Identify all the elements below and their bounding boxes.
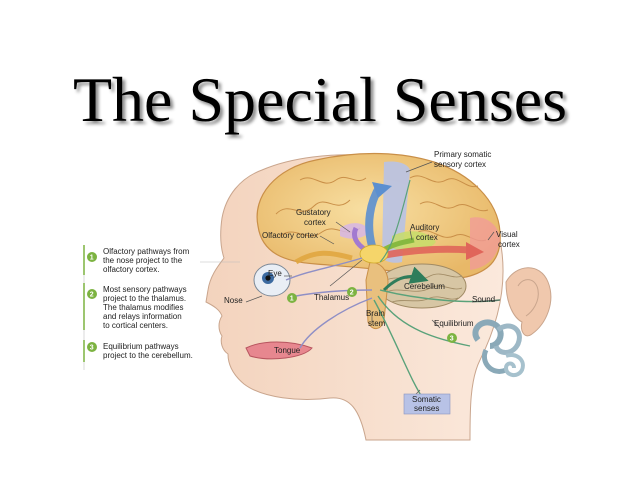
svg-text:1: 1: [90, 255, 94, 262]
label-visual-2: cortex: [498, 240, 520, 249]
label-gustatory-1: Gustatory: [296, 208, 331, 217]
label-visual-1: Visual: [496, 230, 518, 239]
label-tongue: Tongue: [274, 346, 301, 355]
step-1-line-3: olfactory cortex.: [103, 265, 159, 274]
label-brain-stem-2: stem: [368, 319, 386, 328]
somatic-senses-box: [403, 393, 451, 415]
label-somatic-1: Somatic: [412, 395, 441, 404]
svg-text:3: 3: [450, 336, 454, 343]
label-leaders: [245, 161, 501, 399]
thalamus: [359, 244, 389, 264]
label-somatic-2: senses: [414, 404, 439, 413]
diagram-labels: Primary somatic sensory cortex Gustatory…: [224, 150, 520, 415]
label-primary-somatic-2: sensory cortex: [434, 160, 486, 169]
svg-text:3: 3: [90, 345, 94, 352]
step-2-line-1: Most sensory pathways: [103, 285, 187, 294]
step-2-line-5: to cortical centers.: [103, 321, 168, 330]
steps-legend: 1 Olfactory pathways from the nose proje…: [83, 245, 240, 370]
label-nose: Nose: [224, 296, 243, 305]
label-gustatory-2: cortex: [304, 218, 326, 227]
svg-text:1: 1: [290, 296, 294, 303]
step-3-line-1: Equilibrium pathways: [103, 342, 179, 351]
label-olfactory-cortex: Olfactory cortex: [262, 231, 318, 240]
page-title: The Special Senses: [72, 64, 568, 135]
label-cerebellum: Cerebellum: [404, 282, 445, 291]
step-3-line-2: project to the cerebellum.: [103, 351, 193, 360]
label-brain-stem-1: Brain: [366, 309, 385, 318]
svg-text:2: 2: [350, 290, 354, 297]
pathways: [285, 179, 501, 401]
inner-ear-icon: [472, 319, 525, 377]
step-1-line-2: the nose project to the: [103, 256, 183, 265]
label-primary-somatic-1: Primary somatic: [434, 150, 491, 159]
label-auditory-1: Auditory: [410, 223, 439, 232]
step-1: 1 Olfactory pathways from the nose proje…: [83, 245, 240, 275]
eye: [253, 263, 291, 297]
step-3: 3 Equilibrium pathways project to the ce…: [83, 340, 193, 362]
tongue: [245, 341, 313, 360]
ear: [505, 267, 552, 337]
step-2: 2 Most sensory pathways project to the t…: [83, 283, 187, 330]
label-auditory-2: cortex: [416, 233, 438, 242]
step-2-line-4: and relays information: [103, 312, 182, 321]
label-equilibrium: Equilibrium: [434, 319, 474, 328]
visual-cortex-region: [470, 217, 500, 270]
svg-text:2: 2: [90, 292, 94, 299]
step-2-line-2: project to the thalamus.: [103, 294, 186, 303]
step-2-line-3: The thalamus modifies: [103, 303, 183, 312]
label-thalamus: Thalamus: [314, 293, 349, 302]
label-eye: Eye: [268, 269, 282, 278]
step-1-line-1: Olfactory pathways from: [103, 247, 190, 256]
label-sound: Sound: [472, 295, 495, 304]
diagram-step-badges: 1 2 3: [287, 287, 457, 343]
